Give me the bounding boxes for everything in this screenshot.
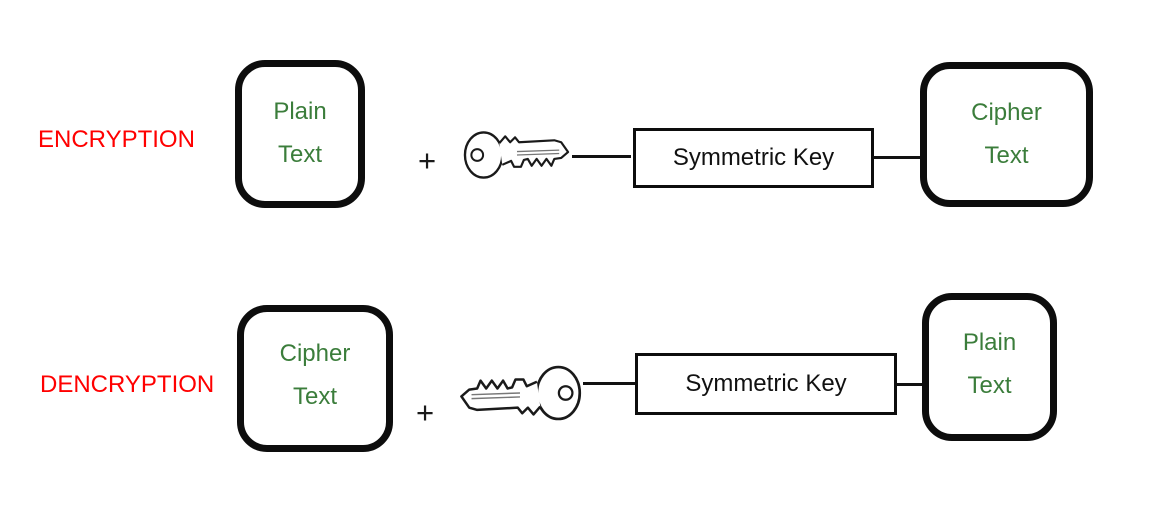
connector-line	[873, 156, 920, 159]
cipher-text-node: Cipher Text	[237, 305, 393, 452]
key-icon-rotated	[460, 365, 582, 421]
symmetric-key-label: Symmetric Key	[672, 144, 835, 171]
plain-text-node: Plain Text	[235, 60, 365, 208]
key-icon	[463, 131, 570, 179]
decryption-label: DENCRYPTION	[40, 371, 215, 398]
node-text-line1: Cipher	[279, 340, 351, 367]
encryption-label: ENCRYPTION	[38, 126, 195, 153]
plus-icon: +	[415, 395, 435, 430]
plus-icon: +	[417, 143, 437, 178]
symmetric-key-label: Symmetric Key	[685, 370, 847, 397]
node-text-line2: Text	[277, 141, 322, 168]
node-text-line1: Cipher	[971, 99, 1042, 126]
plain-text-node: Plain Text	[922, 293, 1057, 441]
node-text-line1: Plain	[962, 329, 1017, 356]
connector-line	[572, 155, 631, 158]
node-text-line1: Plain	[273, 98, 327, 125]
connector-line	[583, 382, 635, 385]
connector-line	[897, 383, 923, 386]
node-text-line2: Text	[292, 383, 337, 410]
symmetric-key-box: Symmetric Key	[635, 353, 897, 415]
symmetric-key-box: Symmetric Key	[633, 128, 874, 188]
node-text-line2: Text	[967, 372, 1012, 399]
node-text-line2: Text	[984, 142, 1029, 169]
cipher-text-node: Cipher Text	[920, 62, 1093, 207]
